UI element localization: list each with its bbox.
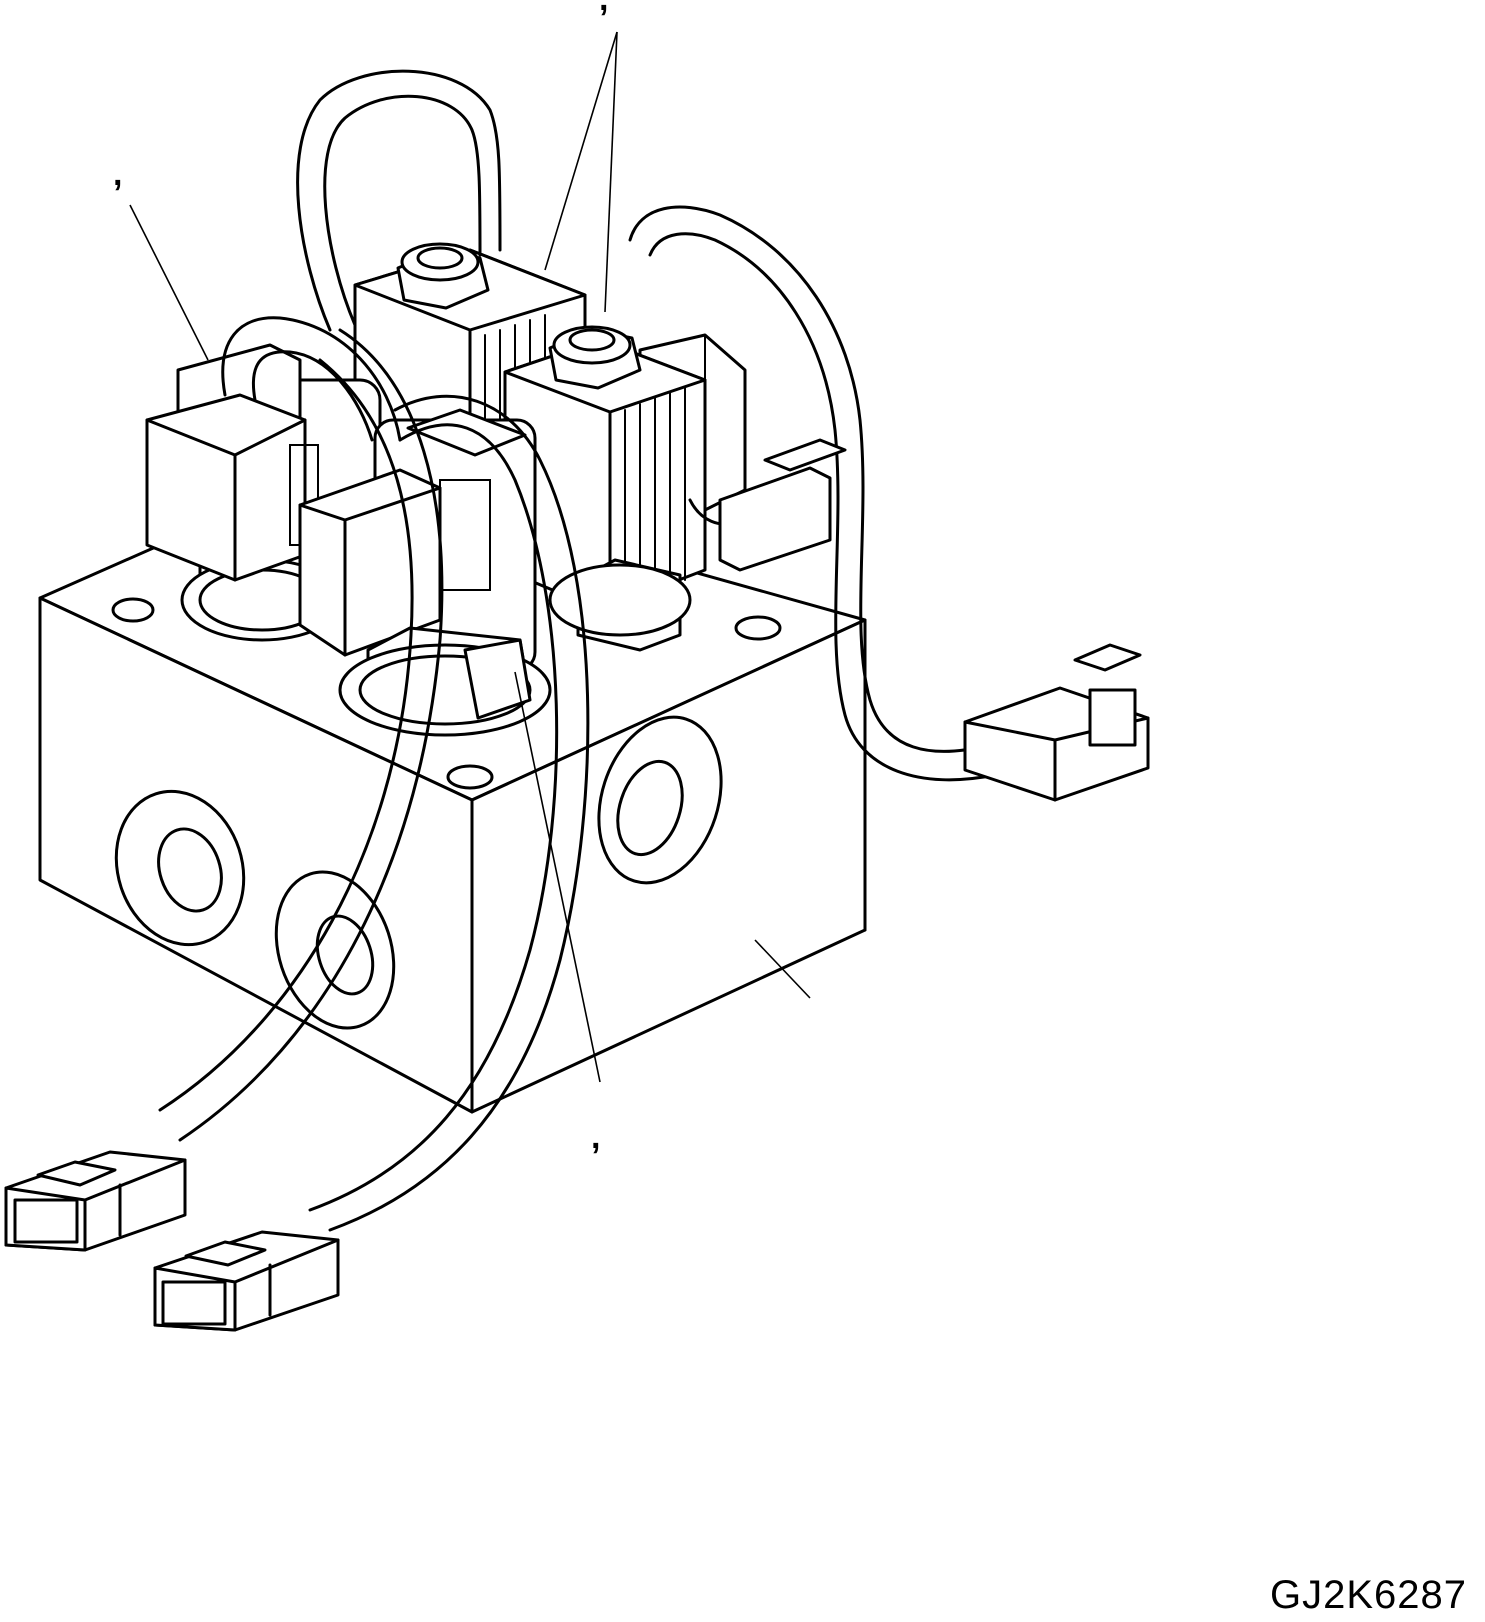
connector-rear xyxy=(720,440,845,570)
callout-mark-left: , xyxy=(113,155,122,193)
solenoid-valve-front xyxy=(300,410,550,735)
callout-mark-top: , xyxy=(599,0,608,18)
wire-harnesses xyxy=(160,71,995,1230)
leader-lines xyxy=(130,32,810,1082)
drawing-number: GJ2K6287 xyxy=(1269,1573,1467,1617)
callout-mark-bottom: , xyxy=(591,1118,600,1156)
manifold-ports xyxy=(97,701,741,1043)
connector-bottom-center xyxy=(155,1232,338,1330)
connector-right xyxy=(965,645,1148,800)
solenoid-valve-right xyxy=(505,327,705,650)
connector-bottom-left xyxy=(6,1152,185,1250)
